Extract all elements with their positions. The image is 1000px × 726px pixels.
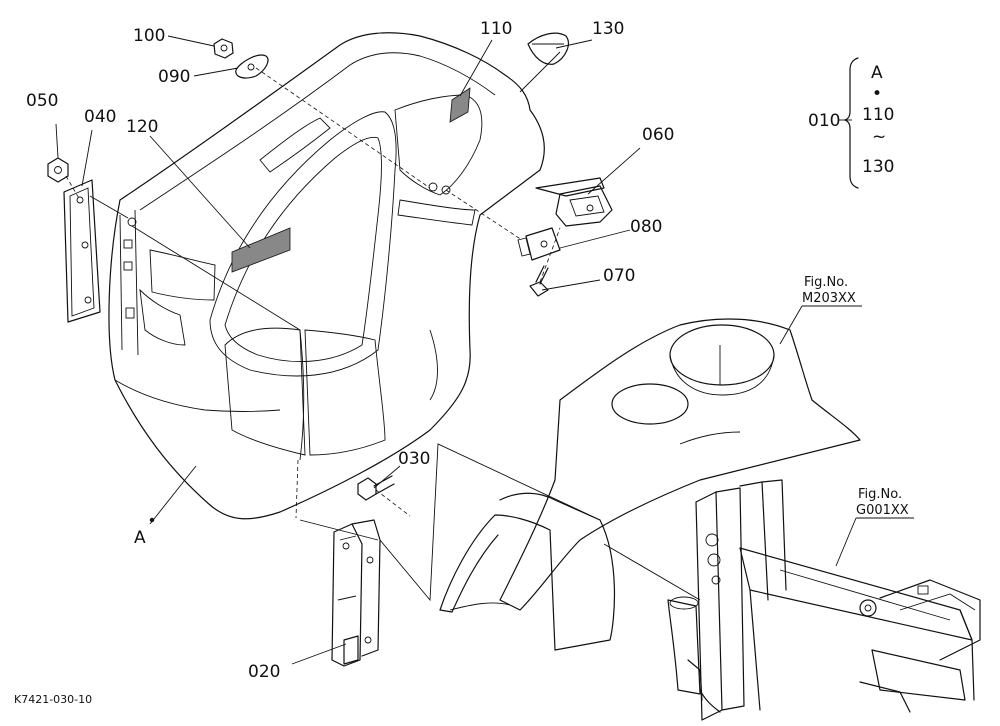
label-080: 080 <box>630 217 662 237</box>
note-middle: 110 <box>862 105 894 125</box>
fig-ref-m203-code: M203XX <box>802 291 856 306</box>
label-070: 070 <box>603 266 635 286</box>
steering-support-frame <box>439 318 861 651</box>
label-050: 050 <box>26 91 58 111</box>
note-tilde: ~ <box>872 127 886 147</box>
bolt-070 <box>529 265 549 297</box>
front-panel-assembly <box>108 32 545 520</box>
label-060: 060 <box>642 125 674 145</box>
label-090: 090 <box>158 67 190 87</box>
drawing-code: K7421-030-10 <box>14 693 92 706</box>
label-120: 120 <box>126 117 158 137</box>
assembly-note-010: 010 A • 110 ~ 130 <box>808 57 894 189</box>
note-dot: • <box>872 84 882 104</box>
label-ref-a: A <box>134 528 146 548</box>
decal-110 <box>449 87 471 123</box>
alignment-lines <box>65 67 701 602</box>
bracket-080 <box>517 227 561 261</box>
side-plate-040 <box>63 179 101 323</box>
nut-100 <box>213 38 234 59</box>
latch-060 <box>535 177 613 227</box>
nut-050 <box>47 157 69 183</box>
label-100: 100 <box>133 26 165 46</box>
fig-ref-g001-caption: Fig.No. <box>858 487 902 502</box>
fig-ref-g001-code: G001XX <box>856 503 909 518</box>
label-010: 010 <box>808 111 840 131</box>
washer-090 <box>235 54 269 79</box>
chassis-frame <box>667 479 981 721</box>
decal-120 <box>231 227 291 273</box>
label-130: 130 <box>592 19 624 39</box>
part-labels: 100 090 050 040 120 110 130 060 080 070 … <box>26 19 674 682</box>
label-020: 020 <box>248 662 280 682</box>
fig-ref-m203-caption: Fig.No. <box>804 275 848 290</box>
leader-lines <box>55 35 914 665</box>
clip-130 <box>527 32 569 65</box>
ref-a-marker <box>149 517 155 523</box>
fig-ref-g001: Fig.No. G001XX <box>856 487 909 518</box>
bolt-030 <box>357 475 395 501</box>
label-040: 040 <box>84 107 116 127</box>
label-030: 030 <box>398 449 430 469</box>
label-110: 110 <box>480 19 512 39</box>
hinge-020 <box>331 519 381 667</box>
fig-ref-m203: Fig.No. M203XX <box>802 275 856 306</box>
note-top: A <box>871 63 883 83</box>
note-bottom: 130 <box>862 157 894 177</box>
